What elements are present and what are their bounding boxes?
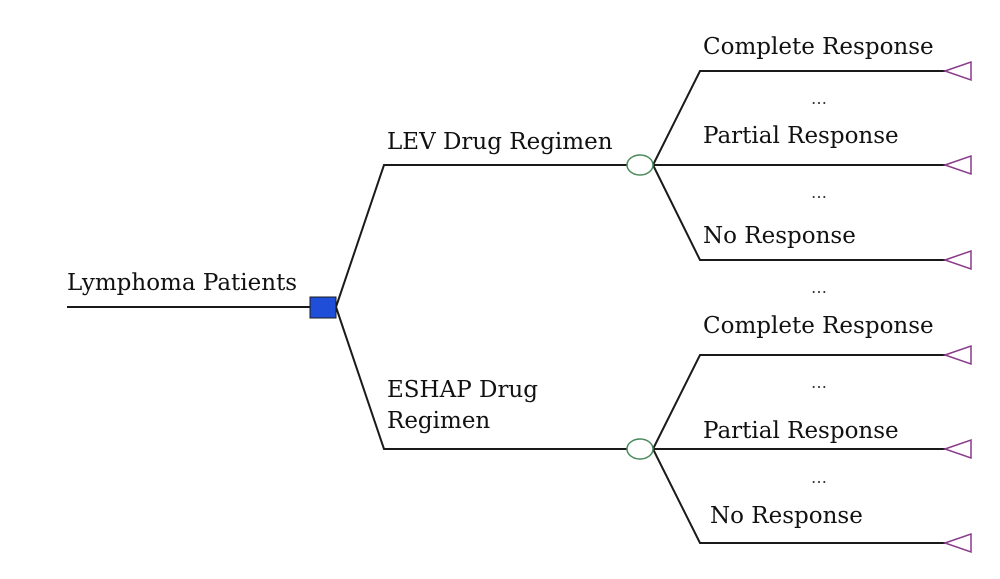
ellipsis-eshap-2: … <box>811 468 827 487</box>
terminal-node-lev-complete <box>942 60 972 82</box>
terminal-node-eshap-none <box>942 532 972 554</box>
outcome-label-eshap-partial: Partial Response <box>703 418 899 444</box>
outcome-edge-lev-none <box>652 164 945 261</box>
terminal-node-lev-none <box>942 249 972 271</box>
outcome-label-lev-partial: Partial Response <box>703 123 899 149</box>
chance-node-lev <box>626 154 654 176</box>
outcome-edge-eshap-complete <box>652 354 945 450</box>
outcome-label-lev-none: No Response <box>703 223 856 249</box>
outcome-edge-eshap-none <box>652 448 945 544</box>
outcome-label-lev-complete: Complete Response <box>703 34 934 60</box>
decision-node <box>309 296 337 319</box>
terminal-node-eshap-complete <box>942 344 972 366</box>
branch-edge-eshap <box>335 306 627 450</box>
outcome-label-eshap-none: No Response <box>710 503 863 529</box>
branch-label-lev: LEV Drug Regimen <box>387 129 613 155</box>
branch-label-eshap-line2: Regimen <box>387 408 490 434</box>
terminal-node-lev-partial <box>942 154 972 176</box>
ellipsis-eshap-1: … <box>811 373 827 392</box>
terminal-node-eshap-partial <box>942 438 972 460</box>
branch-edge-lev <box>335 164 627 308</box>
outcome-label-eshap-complete: Complete Response <box>703 313 934 339</box>
ellipsis-lev-3: … <box>811 278 827 297</box>
ellipsis-lev-1: … <box>811 89 827 108</box>
root-label: Lymphoma Patients <box>67 270 297 296</box>
ellipsis-lev-2: … <box>811 183 827 202</box>
outcome-edge-lev-complete <box>652 70 945 166</box>
chance-node-eshap <box>626 438 654 460</box>
branch-label-eshap-line1: ESHAP Drug <box>387 377 538 403</box>
